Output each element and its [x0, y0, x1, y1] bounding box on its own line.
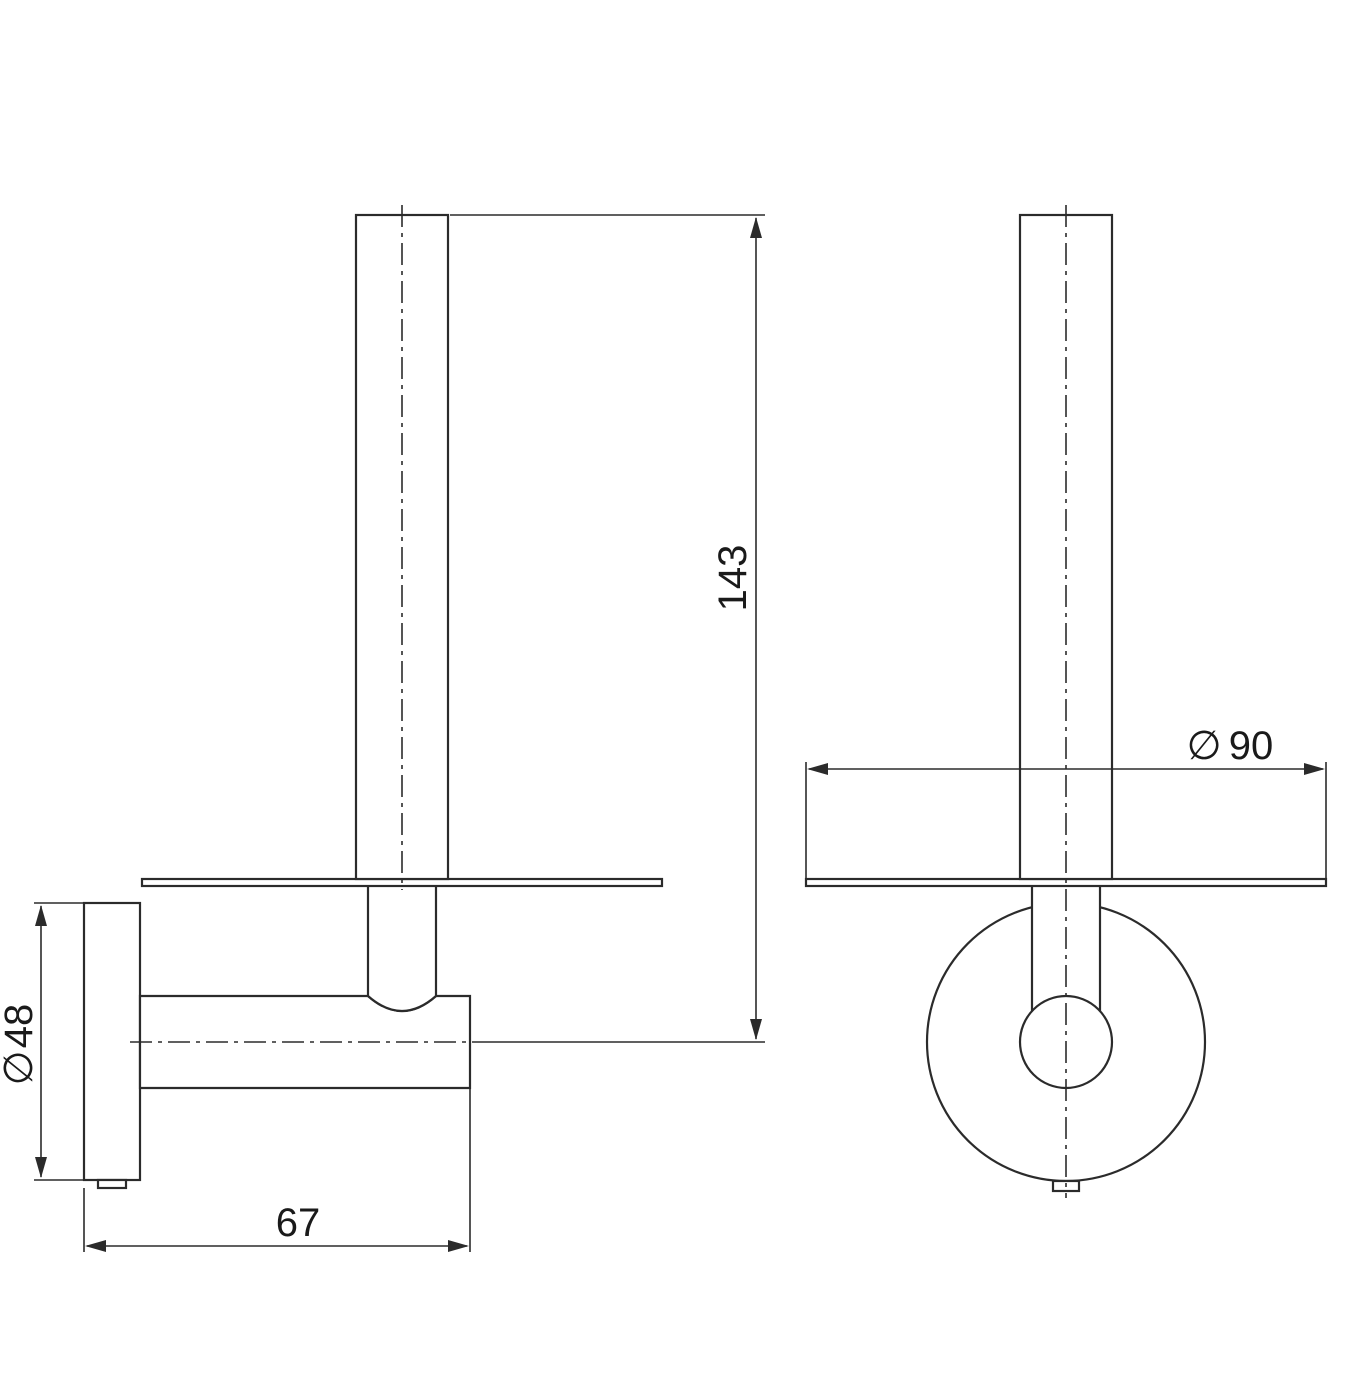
- dimension-depth: 67: [83, 1088, 471, 1252]
- base-diameter-symbol: ∅: [0, 1051, 42, 1086]
- arrow-plate-right: [1304, 763, 1325, 775]
- plate-diameter-label: 90: [1229, 724, 1274, 768]
- height-label: 143: [711, 545, 755, 612]
- arrow-plate-left: [807, 763, 828, 775]
- arrow-base-down: [35, 1157, 47, 1178]
- arrow-up: [750, 217, 762, 238]
- base-diameter-label: 48: [0, 1004, 41, 1049]
- dimension-base-diameter: ∅ 48: [0, 902, 84, 1181]
- dimension-plate-diameter: ∅ 90: [805, 723, 1327, 879]
- arrow-base-up: [35, 905, 47, 926]
- vertical-connector: [366, 885, 438, 1013]
- arrow-depth-right: [448, 1240, 469, 1252]
- depth-label: 67: [276, 1201, 321, 1245]
- arrow-depth-left: [85, 1240, 106, 1252]
- side-view: [82, 205, 664, 1190]
- dimension-height: 143: [450, 214, 765, 1043]
- plate-diameter-symbol: ∅: [1187, 723, 1222, 769]
- arrow-down: [750, 1019, 762, 1040]
- front-view: [804, 205, 1328, 1198]
- set-screw-profile: [96, 1178, 128, 1190]
